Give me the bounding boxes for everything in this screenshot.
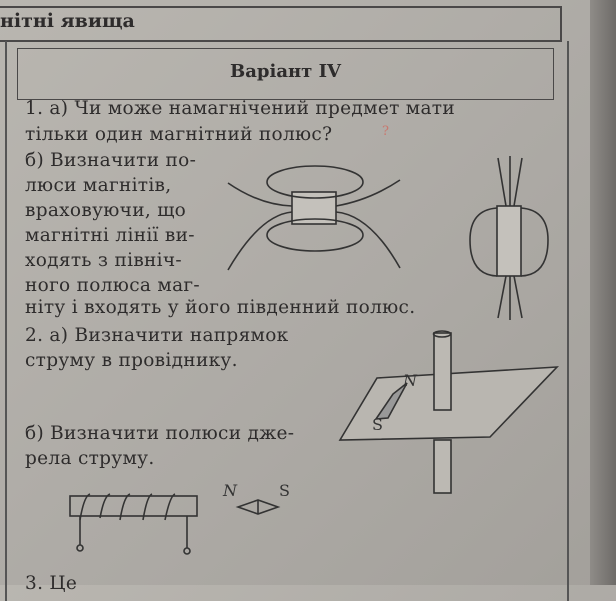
needle-south-label: S — [372, 415, 383, 434]
needle-north-label: N — [402, 371, 418, 390]
bar-magnet-field-diagram — [227, 165, 401, 271]
compass-south-label: S — [279, 481, 290, 500]
task1-line: ного полюса маг- — [25, 275, 200, 296]
task2-line: б) Визначити полюси дже- — [25, 423, 295, 444]
task2-line: струму в провіднику. — [25, 350, 238, 371]
vertical-magnet-field-diagram — [469, 156, 549, 320]
content-frame — [5, 41, 569, 601]
page-edge-shadow — [590, 0, 616, 585]
task1-line: тільки один магнітний полюс? — [25, 124, 333, 145]
diagrams: N S N S — [69, 156, 559, 555]
task1-line: 1. а) Чи може намагнічений предмет мати — [25, 98, 455, 119]
compass-needle-diagram: N S — [222, 481, 290, 515]
handwritten-question-mark: ? — [382, 124, 390, 139]
task1-line: б) Визначити по- — [25, 150, 197, 171]
task2-line: рела струму. — [25, 448, 155, 469]
chapter-title: нітні явища — [0, 10, 135, 32]
solenoid-diagram — [69, 493, 198, 555]
variant-box: Варіант IV — [17, 48, 554, 100]
task1-line: враховуючи, що — [25, 200, 187, 221]
task2-line: 2. а) Визначити напрямок — [25, 325, 289, 346]
task1-line: ніту і входять у його південний полюс. — [25, 297, 416, 318]
compass-north-label: N — [222, 481, 238, 500]
conductor-with-needle-diagram: N S — [338, 330, 559, 494]
task1-line: люси магнітів, — [25, 175, 172, 196]
task1-line: ходять з північ- — [25, 250, 182, 271]
chapter-header-bar — [0, 6, 562, 42]
task1-line: магнітні лінії ви- — [25, 225, 195, 246]
variant-title: Варіант IV — [230, 61, 341, 82]
